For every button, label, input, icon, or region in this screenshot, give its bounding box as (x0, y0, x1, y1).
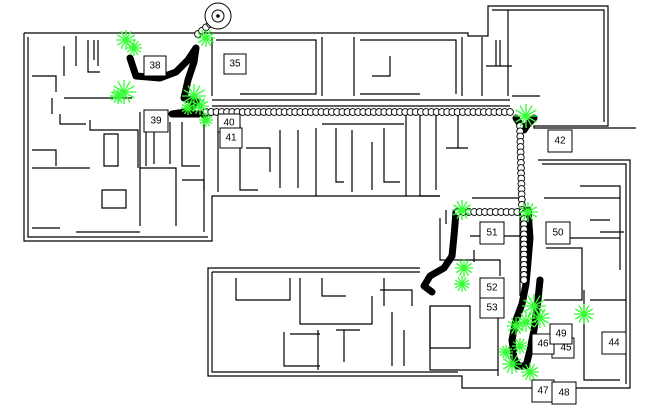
green-star-icon (191, 97, 209, 115)
corridor-wall-top (212, 99, 510, 107)
lower-wall-3 (283, 330, 320, 370)
trail-pose-marker (520, 276, 528, 284)
trail-circles (194, 20, 532, 284)
svg-text:44: 44 (608, 338, 620, 349)
right-wall-2 (211, 163, 627, 384)
green-star-icon (522, 294, 546, 318)
room-wall-upper-3 (216, 39, 317, 95)
outer-wall-left (23, 33, 440, 242)
room-wall-upper-2 (360, 39, 457, 95)
svg-text:51: 51 (486, 228, 498, 239)
svg-text:53: 53 (486, 303, 498, 314)
lower-wall-5 (429, 305, 471, 349)
lower-wall-4 (336, 312, 405, 366)
svg-text:48: 48 (558, 388, 570, 399)
mid-wall-5 (435, 110, 468, 190)
room-label-51: 51 (479, 221, 505, 245)
green-star-icon (181, 101, 195, 115)
left-wall-7 (139, 112, 177, 226)
room-label-39: 39 (143, 109, 169, 133)
left-wall-9 (32, 179, 205, 233)
target-circle-icon (204, 2, 232, 30)
room-label-48: 48 (551, 381, 577, 405)
green-star-icon (454, 276, 470, 292)
left-wall-4 (59, 114, 139, 168)
room-label-44: 44 (601, 331, 627, 355)
green-star-icon (199, 113, 213, 127)
green-star-icon (110, 88, 126, 104)
green-star-icon (530, 308, 550, 328)
svg-text:38: 38 (149, 61, 161, 72)
green-star-icon (455, 259, 473, 277)
building-walls (23, 5, 636, 389)
room-label-52: 52 (479, 277, 505, 299)
room-label-42: 42 (547, 129, 573, 153)
room-wall-upper-1 (211, 37, 483, 96)
lower-wall-7 (439, 210, 521, 296)
lower-wall-1 (235, 278, 373, 325)
mid-wall-2 (279, 128, 317, 196)
trail-dense-upper (126, 44, 216, 118)
room-label-53: 53 (479, 297, 505, 319)
svg-text:47: 47 (537, 386, 549, 397)
right-wall-1 (207, 159, 631, 389)
outer-wall-upper (24, 5, 636, 129)
green-star-icon (512, 338, 528, 354)
lower-wall-2 (321, 278, 413, 306)
svg-text:52: 52 (486, 283, 498, 294)
svg-text:41: 41 (225, 133, 237, 144)
green-star-icon (521, 363, 539, 381)
observation-markers (110, 29, 594, 381)
svg-text:39: 39 (150, 116, 162, 127)
svg-text:49: 49 (555, 329, 567, 340)
green-star-icon (197, 29, 215, 47)
room-wall-upper-5 (492, 9, 605, 122)
green-star-icon (126, 40, 142, 56)
room-label-38: 38 (143, 55, 167, 77)
svg-text:40: 40 (223, 118, 235, 129)
left-wall-6 (101, 189, 127, 209)
room-label-35: 35 (223, 53, 247, 75)
svg-text:46: 46 (537, 339, 549, 350)
left-wall-1 (32, 75, 90, 169)
trajectory-trail (126, 2, 544, 370)
trail-dense-mid (420, 208, 460, 296)
svg-text:42: 42 (554, 136, 566, 147)
green-star-icon (574, 304, 594, 324)
green-star-icon (452, 200, 472, 220)
green-star-icon (499, 345, 513, 359)
room-label-49: 49 (549, 323, 573, 345)
room-label-50: 50 (545, 221, 571, 245)
room-label-47: 47 (531, 379, 555, 403)
trail-pose-marker (506, 108, 514, 116)
green-star-icon (514, 104, 538, 128)
mid-wall-3 (322, 123, 404, 192)
svg-text:45: 45 (560, 343, 572, 354)
green-star-icon (502, 354, 522, 374)
green-star-icon (507, 317, 525, 335)
mid-wall-4 (383, 112, 440, 197)
svg-text:35: 35 (229, 59, 241, 70)
room-label-41: 41 (219, 127, 243, 149)
inner-wall-left (27, 37, 208, 238)
right-wall-4 (544, 219, 624, 301)
left-wall-2 (63, 36, 100, 76)
green-star-icon (518, 202, 538, 222)
room-wall-upper-4 (372, 40, 512, 77)
left-wall-8 (153, 112, 205, 190)
room-labels: 35 38 39 40 41 42 (143, 53, 627, 405)
svg-text:50: 50 (552, 228, 564, 239)
left-wall-5 (103, 133, 119, 167)
